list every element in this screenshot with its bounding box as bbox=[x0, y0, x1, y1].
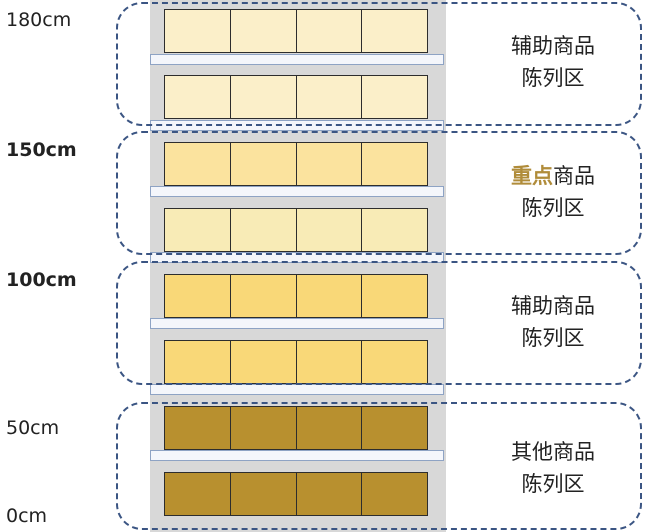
product-box bbox=[229, 274, 297, 318]
product-box bbox=[361, 9, 428, 53]
key-highlight-text: 重点 bbox=[511, 164, 553, 188]
product-row bbox=[164, 340, 428, 384]
product-box bbox=[164, 75, 231, 119]
product-box bbox=[229, 340, 297, 384]
product-row bbox=[164, 142, 428, 186]
product-box bbox=[361, 472, 428, 516]
height-label-0: 0cm bbox=[6, 505, 48, 527]
product-box bbox=[295, 208, 363, 252]
product-box bbox=[164, 472, 231, 516]
product-box bbox=[295, 274, 363, 318]
product-box bbox=[361, 75, 428, 119]
product-row bbox=[164, 406, 428, 450]
zone-outline-auxiliary-middle bbox=[116, 261, 642, 385]
product-row bbox=[164, 274, 428, 318]
height-label-150: 150cm bbox=[6, 139, 77, 161]
product-box bbox=[361, 274, 428, 318]
product-row bbox=[164, 9, 428, 53]
zone-label-key: 重点商品 陈列区 bbox=[511, 164, 595, 220]
product-box bbox=[164, 208, 231, 252]
height-label-50: 50cm bbox=[6, 417, 60, 439]
product-box bbox=[164, 406, 231, 450]
product-box bbox=[295, 340, 363, 384]
shelf-board bbox=[150, 450, 444, 461]
product-box bbox=[295, 472, 363, 516]
product-box bbox=[361, 406, 428, 450]
product-box bbox=[164, 9, 231, 53]
shelf-board bbox=[150, 186, 444, 197]
zone-label-auxiliary-top: 辅助商品 陈列区 bbox=[511, 34, 595, 90]
product-row bbox=[164, 75, 428, 119]
product-box bbox=[229, 9, 297, 53]
shelf-board bbox=[150, 318, 444, 329]
product-box bbox=[164, 340, 231, 384]
zone-label-auxiliary-middle: 辅助商品 陈列区 bbox=[511, 294, 595, 350]
product-box bbox=[295, 9, 363, 53]
product-row bbox=[164, 208, 428, 252]
zone-outline-key bbox=[116, 131, 642, 255]
zone-label-other: 其他商品 陈列区 bbox=[511, 440, 595, 496]
zone-outline-auxiliary-top bbox=[116, 2, 642, 126]
product-box bbox=[295, 406, 363, 450]
height-label-100: 100cm bbox=[6, 269, 77, 291]
zone-outline-other bbox=[116, 402, 642, 530]
shelf-board bbox=[150, 384, 444, 395]
height-label-180: 180cm bbox=[6, 9, 72, 31]
product-box bbox=[229, 142, 297, 186]
shelf-board bbox=[150, 54, 444, 65]
product-box bbox=[361, 340, 428, 384]
product-box bbox=[361, 142, 428, 186]
product-row bbox=[164, 472, 428, 516]
product-box bbox=[361, 208, 428, 252]
